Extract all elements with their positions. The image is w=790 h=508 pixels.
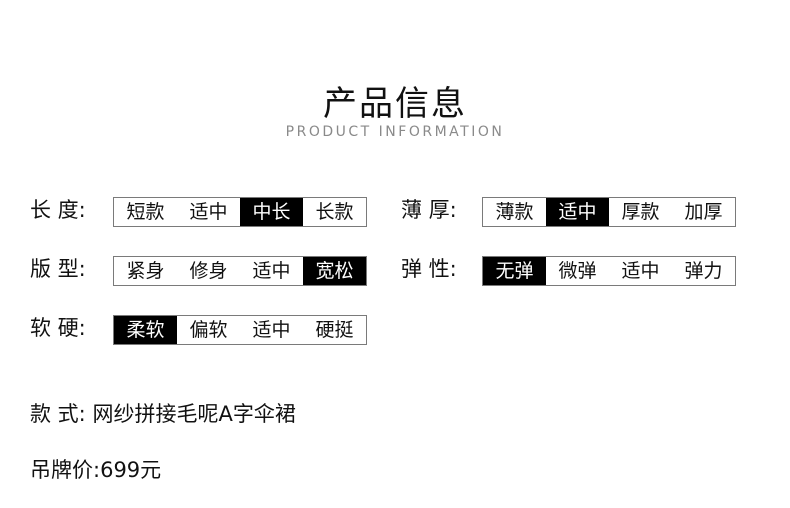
attribute-option: 长款 <box>315 201 354 223</box>
attribute-options: 紧身 修身 适中宽松 <box>113 256 367 286</box>
attribute-option: 弹力 <box>684 260 723 282</box>
attribute-option: 修身 <box>189 260 228 282</box>
price-label: 吊牌价: <box>30 458 101 482</box>
attribute-options: 无弹微弹 适中 弹力 <box>482 256 736 286</box>
attribute-option: 适中 <box>546 198 609 226</box>
attribute-option: 紧身 <box>126 260 165 282</box>
attribute-label: 薄 厚: <box>401 198 457 222</box>
attribute-label: 长 度: <box>30 198 86 222</box>
page-subtitle: PRODUCT INFORMATION <box>285 124 505 140</box>
attribute-option: 中长 <box>240 198 303 226</box>
attribute-options: 短款 适中中长长款 <box>113 197 367 227</box>
attribute-option: 柔软 <box>114 316 177 344</box>
attribute-option: 厚款 <box>621 201 660 223</box>
attribute-option: 适中 <box>252 260 291 282</box>
style-label: 款 式: <box>30 402 86 426</box>
attribute-option: 微弹 <box>558 260 597 282</box>
price-row: 吊牌价:699元 <box>30 455 161 485</box>
price-value: 699元 <box>100 458 162 482</box>
attribute-option: 加厚 <box>684 201 723 223</box>
attribute-option: 无弹 <box>483 257 546 285</box>
attribute-options: 薄款适中厚款 加厚 <box>482 197 736 227</box>
attribute-option: 硬挺 <box>315 319 354 341</box>
attribute-label: 版 型: <box>30 257 86 281</box>
attribute-options: 柔软偏软 适中 硬挺 <box>113 315 367 345</box>
style-row: 款 式: 网纱拼接毛呢A字伞裙 <box>30 399 296 429</box>
page-title: 产品信息 <box>323 84 467 124</box>
attribute-option: 薄款 <box>495 201 534 223</box>
attribute-option: 短款 <box>126 201 165 223</box>
attribute-label: 弹 性: <box>401 257 457 281</box>
attribute-option: 偏软 <box>189 319 228 341</box>
attribute-option: 适中 <box>189 201 228 223</box>
attribute-option: 宽松 <box>303 257 366 285</box>
attribute-label: 软 硬: <box>30 316 86 340</box>
attribute-option: 适中 <box>252 319 291 341</box>
style-value: 网纱拼接毛呢A字伞裙 <box>92 402 296 426</box>
attribute-option: 适中 <box>621 260 660 282</box>
